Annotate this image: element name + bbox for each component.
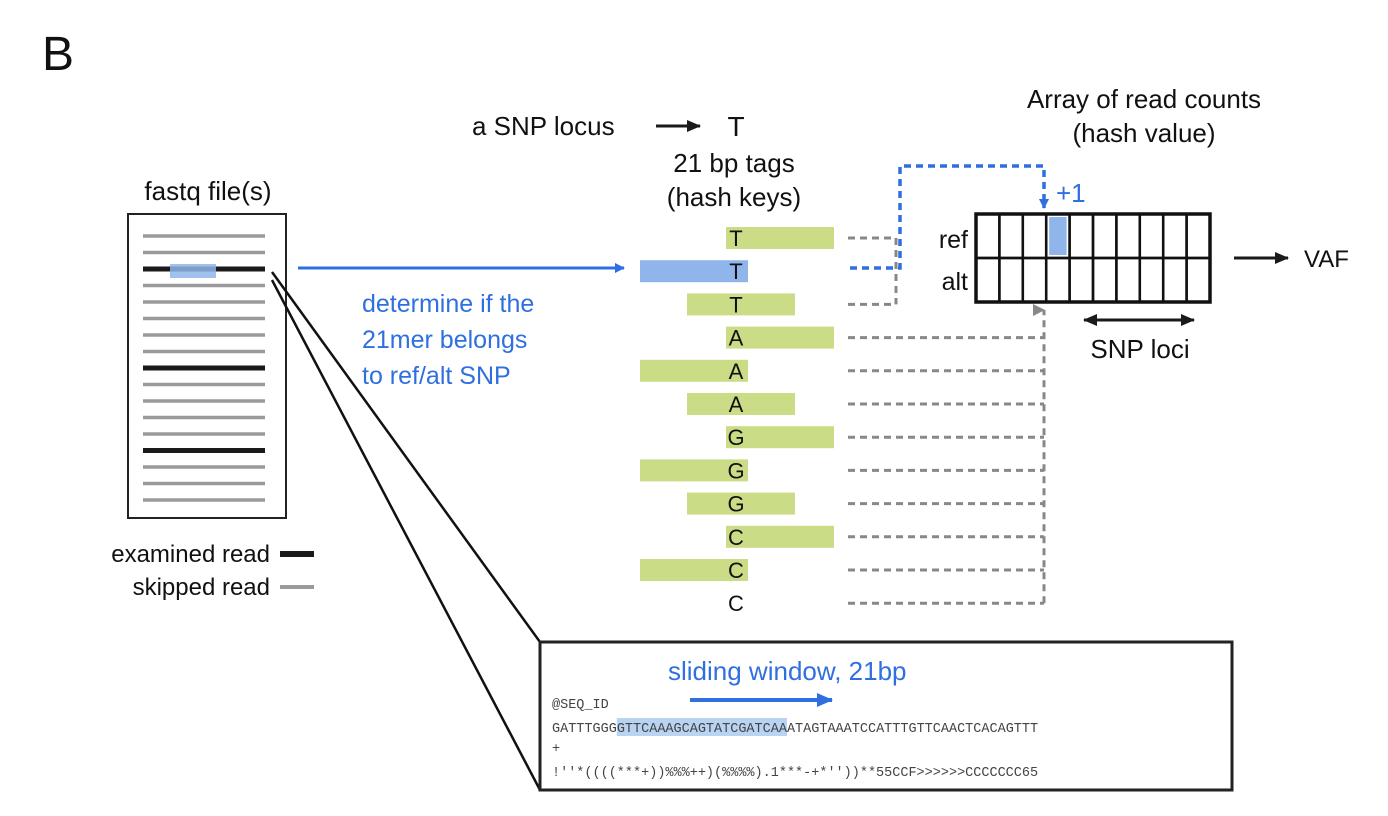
array-cell [1068, 212, 1095, 260]
array-cell [1185, 256, 1212, 304]
read-plus-line: + [552, 742, 560, 757]
array-cell [1091, 256, 1118, 304]
read-sequence-line: GATTTGGGGTTCAAAGCAGTATCGATCAAATAGTAAATCC… [552, 722, 1038, 737]
read-id-line: @SEQ_ID [552, 698, 609, 713]
tag-base: C [728, 558, 744, 583]
tag-bar [687, 393, 795, 415]
tag-bar [687, 293, 795, 316]
read-quality-line: !''*((((***+))%%%++)(%%%%).1***-+*''))**… [552, 766, 1038, 781]
tag-bar [726, 326, 834, 349]
array-cell [998, 212, 1025, 260]
tag-base: A [729, 359, 744, 384]
tag-base: C [728, 525, 744, 550]
array-cell [1138, 212, 1165, 260]
snp-locus-base: T [727, 111, 744, 142]
incremented-cell [1049, 217, 1067, 255]
tag-bar [640, 359, 748, 382]
tag-bar [687, 492, 795, 515]
read-count-array [974, 212, 1212, 304]
snp-loci-label: SNP loci [1090, 334, 1189, 364]
array-cell [974, 256, 1001, 304]
read-detail-box [538, 640, 1234, 792]
tag-base: G [727, 458, 744, 483]
step-label-line3: to ref/alt SNP [362, 362, 511, 390]
sliding-window-label: sliding window, 21bp [668, 656, 907, 686]
array-cell [1044, 256, 1071, 304]
tag-base: T [729, 226, 742, 251]
tag-bar [640, 559, 748, 581]
array-cell [1161, 256, 1188, 304]
array-cell [1021, 256, 1048, 304]
tag-bar [640, 459, 748, 482]
array-cell [1115, 212, 1142, 260]
sequence-suffix: ATAGTAAATCCATTTGTTCAACTCACAGTTT [787, 722, 1038, 737]
step-label-line1: determine if the [362, 290, 534, 318]
tag-bar-highlighted [640, 260, 748, 283]
zoom-line-lower [270, 279, 542, 791]
array-cell [1068, 256, 1095, 304]
array-title-1: Array of read counts [1027, 84, 1261, 114]
sequence-window: GTTCAAAGCAGTATCGATCAA [617, 722, 788, 737]
array-cell [1138, 256, 1165, 304]
tags-title-1: 21 bp tags [673, 148, 794, 178]
tag-base: T [729, 292, 742, 317]
panel-label: B [42, 28, 74, 81]
array-cell [1021, 212, 1048, 260]
tag-base: C [728, 591, 744, 616]
tag-bar [726, 426, 834, 449]
array-alt-label: alt [942, 268, 968, 296]
tag-bar [726, 525, 834, 548]
tag-base: A [729, 326, 744, 351]
tags-title-2: (hash keys) [667, 182, 801, 212]
tag-base: G [727, 492, 744, 517]
array-cell [998, 256, 1025, 304]
array-cell [1185, 212, 1212, 260]
tag-to-array-connectors [848, 236, 1046, 605]
array-cell [1115, 256, 1142, 304]
fastq-reads [143, 234, 265, 502]
fastq-title: fastq file(s) [144, 176, 271, 206]
array-border [974, 212, 1212, 304]
array-cell [974, 212, 1001, 260]
step-label-line2: 21mer belongs [362, 326, 527, 354]
array-ref-label: ref [939, 226, 968, 254]
tag-bar [726, 227, 834, 249]
sequence-prefix: GATTTGGG [552, 722, 617, 737]
increment-label: +1 [1056, 178, 1086, 208]
array-title-2: (hash value) [1072, 118, 1215, 148]
read-highlight [170, 264, 216, 278]
legend-skipped-label: skipped read [133, 574, 270, 601]
zoom-line-upper [270, 271, 542, 643]
tag-base: G [727, 425, 744, 450]
vaf-label: VAF [1304, 246, 1349, 273]
legend-examined-label: examined read [111, 541, 270, 568]
snp-locus-label: a SNP locus [472, 111, 615, 141]
sliding-window-highlight [616, 718, 787, 736]
tag-base: A [729, 392, 744, 417]
array-cell [1091, 212, 1118, 260]
tag-base: T [729, 259, 742, 284]
array-cell [1161, 212, 1188, 260]
